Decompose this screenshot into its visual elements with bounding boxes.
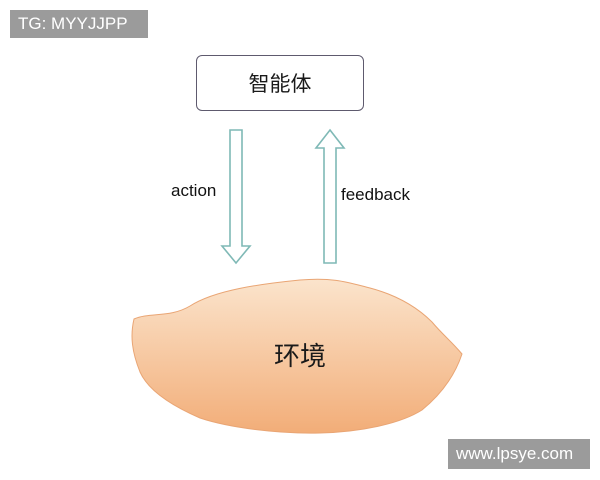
- agent-box: 智能体: [196, 55, 364, 111]
- environment-label: 环境: [273, 342, 326, 372]
- environment-shape: [131, 278, 463, 434]
- feedback-label: feedback: [341, 185, 410, 204]
- feedback-arrow: [314, 128, 346, 264]
- action-arrow: [220, 129, 252, 265]
- watermark-bottom: www.lpsye.com: [448, 439, 590, 469]
- watermark-top: TG: MYYJJPP: [10, 10, 148, 38]
- action-label: action: [171, 181, 217, 200]
- agent-label: 智能体: [248, 72, 312, 96]
